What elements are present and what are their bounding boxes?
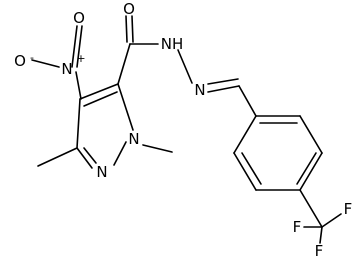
hydrazide-nh-label: NH: [161, 35, 184, 53]
imine-nitrogen-label: N: [194, 81, 205, 99]
nitro-bond-to-o-top: [71, 25, 78, 68]
ring-double-bond-c3-n2: [83, 147, 97, 164]
ring-bond-c3-n2: [76, 147, 93, 169]
methyl-bond-n1: [142, 144, 173, 153]
fluorine-bottom-label: F: [315, 242, 324, 260]
benzene-bond-6: [233, 115, 257, 154]
ring-double-bond-c4-c5: [83, 91, 118, 107]
nitro-oxygen-top-label: O: [73, 9, 85, 27]
benzene-double-bond-5: [241, 152, 262, 185]
nitro-negative-charge: -: [30, 51, 34, 64]
fluorine-right-label: F: [344, 200, 353, 218]
benzene-bond-3: [299, 152, 323, 191]
nitro-positive-charge: +: [76, 52, 85, 65]
ring-bond-c4-c5: [79, 83, 119, 100]
cf3-bond-f-bottom: [319, 226, 323, 244]
benzene-double-bond-3: [296, 152, 317, 185]
ring-nitrogen-1-label: N: [128, 130, 139, 148]
atom-labels: O N + O - O NH N N N F F F: [14, 0, 352, 260]
bond-imine-ring: [238, 85, 257, 117]
bond-lines: [31, 15, 342, 244]
nitro-bond-to-o-left: [31, 59, 60, 68]
ring-bond-n2-n1: [113, 141, 127, 166]
nitro-nitrogen-label: N: [61, 60, 72, 78]
nitro-double-bond-o-top: [76, 25, 83, 68]
fluorine-left-label: F: [293, 218, 302, 236]
bond-ring-cf3: [299, 189, 323, 228]
ring-bond-c4-c3: [76, 98, 81, 149]
bond-nh-n: [177, 49, 193, 84]
benzene-bond-2: [299, 115, 323, 154]
methyl-bond-c3: [37, 147, 78, 167]
cf3-bond-f-right: [321, 213, 342, 228]
carbonyl-double-bond-2: [131, 15, 134, 43]
carbonyl-double-bond-1: [125, 15, 128, 43]
benzene-bond-5: [233, 152, 257, 191]
carbonyl-oxygen-label: O: [123, 0, 135, 18]
imine-bond: [207, 85, 240, 93]
nitro-bond-to-ring: [75, 71, 82, 100]
ring-nitrogen-2-label: N: [96, 163, 107, 181]
imine-double-bond: [207, 78, 239, 85]
nitro-oxygen-left-label: O: [14, 52, 26, 70]
bond-c5-carbonyl: [117, 43, 131, 85]
ring-bond-c5-n1: [117, 83, 134, 131]
